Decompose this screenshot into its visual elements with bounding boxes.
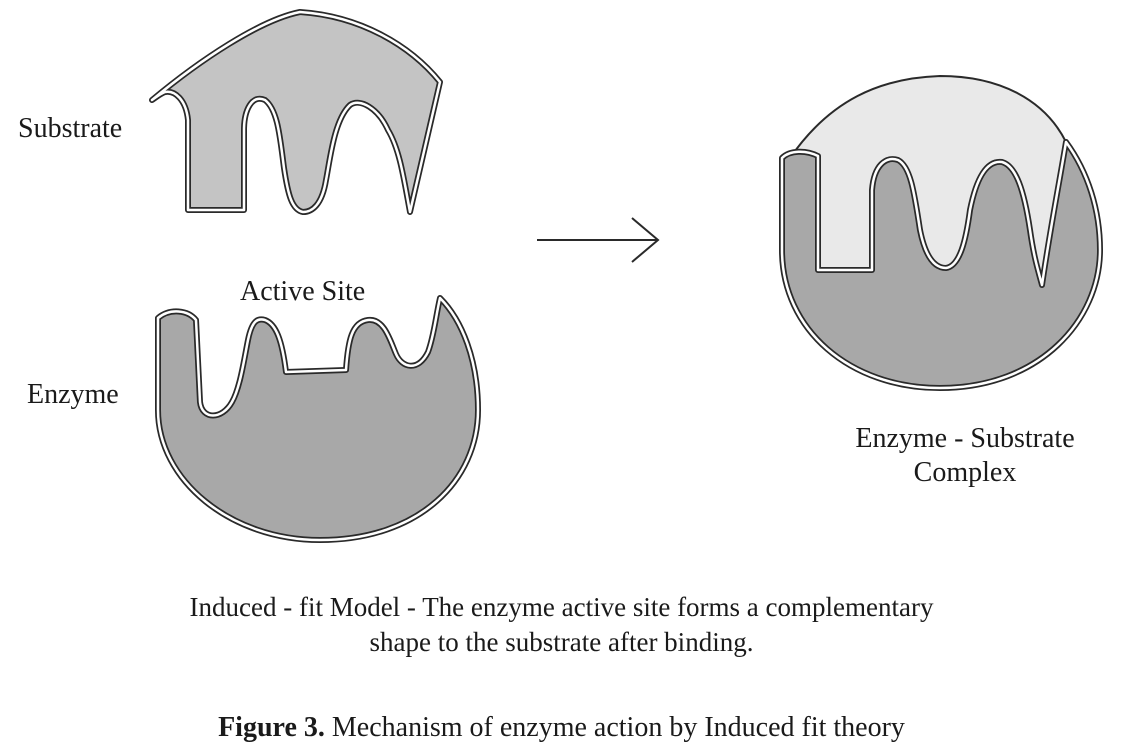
reaction-arrow	[537, 217, 660, 263]
complex-label: Enzyme - Substrate Complex	[830, 422, 1100, 489]
caption-line-1: Induced - fit Model - The enzyme active …	[189, 592, 934, 622]
enzyme-label: Enzyme	[27, 379, 119, 410]
enzyme-substrate-complex	[779, 75, 1103, 391]
caption-line-2: shape to the substrate after binding.	[369, 626, 754, 657]
figure-title-text: Mechanism of enzyme action by Induced fi…	[331, 712, 905, 743]
complex-label-line-1: Enzyme - Substrate	[855, 423, 1075, 454]
figure-title: Figure 3. Mechanism of enzyme action by …	[0, 712, 1123, 744]
enzyme-shape	[155, 295, 481, 543]
substrate-shape	[149, 9, 443, 215]
figure-number: Figure 3.	[218, 712, 325, 743]
complex-label-line-2: Complex	[913, 456, 1017, 488]
active-site-label: Active Site	[240, 276, 366, 307]
substrate-label: Substrate	[18, 113, 123, 144]
diagram-caption: Induced - fit Model - The enzyme active …	[0, 590, 1123, 659]
